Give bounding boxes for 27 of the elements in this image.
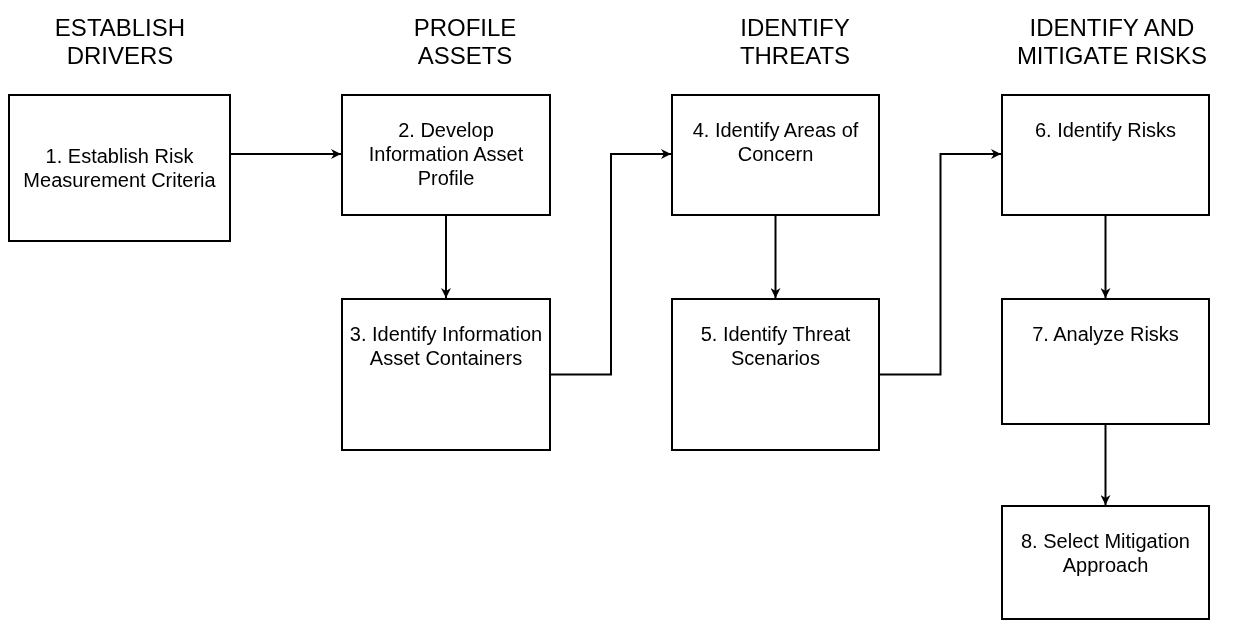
process-box — [8, 94, 231, 242]
arrow — [441, 215, 451, 299]
step-text: 3. Identify Information Asset Containers — [349, 322, 543, 370]
phase-heading: PROFILE ASSETS — [412, 14, 518, 70]
step-text: 6. Identify Risks — [1034, 118, 1177, 142]
step-text: 4. Identify Areas of Concern — [691, 118, 860, 166]
process-box — [341, 94, 551, 216]
step-text: 2. Develop Information Asset Profile — [367, 118, 525, 190]
process-box — [671, 94, 880, 216]
step-text: 5. Identify Threat Scenarios — [699, 322, 852, 370]
process-box — [1001, 94, 1210, 216]
step-text: 7. Analyze Risks — [1032, 322, 1179, 346]
process-box — [1001, 298, 1210, 425]
arrow — [230, 149, 342, 159]
phase-heading: ESTABLISH DRIVERS — [53, 14, 187, 70]
step-text: 8. Select Mitigation Approach — [1020, 529, 1191, 577]
arrow — [1100, 424, 1111, 506]
phase-heading: IDENTIFY AND MITIGATE RISKS — [1015, 14, 1209, 70]
process-box — [341, 298, 551, 451]
arrow — [550, 149, 672, 376]
phase-heading: IDENTIFY THREATS — [738, 14, 852, 70]
process-box — [671, 298, 880, 451]
step-text: 1. Establish Risk Measurement Criteria — [22, 144, 217, 192]
arrow — [1100, 215, 1111, 299]
process-box — [1001, 505, 1210, 620]
arrow — [879, 149, 1002, 376]
arrow — [770, 215, 781, 299]
